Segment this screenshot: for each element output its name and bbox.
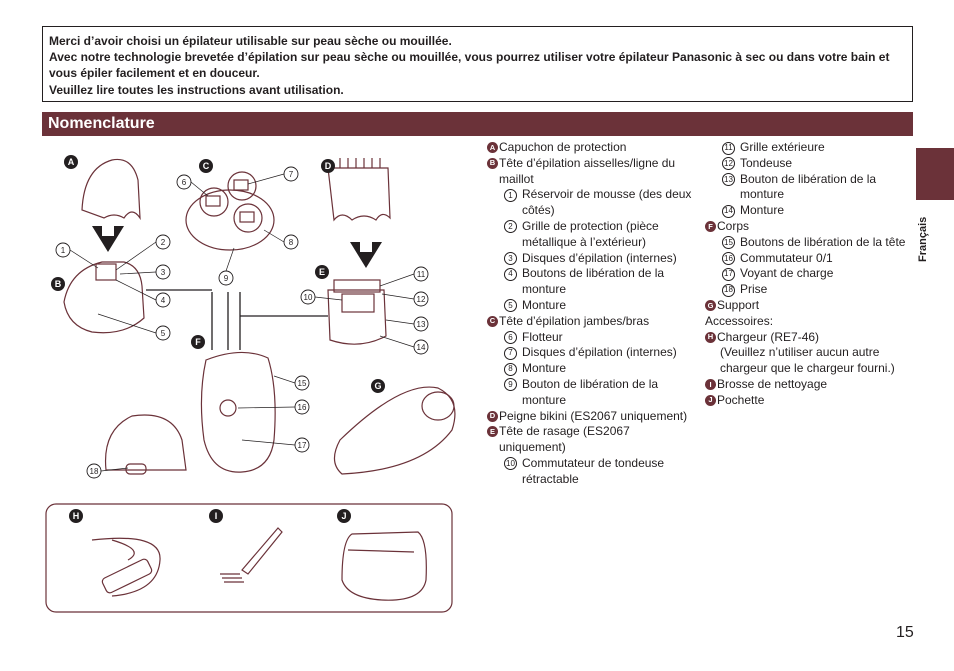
protective-cap [81, 158, 141, 221]
svg-text:H: H [73, 511, 80, 521]
pouch [341, 531, 427, 601]
intro-box: Merci d’avoir choisi un épilateur utilis… [42, 26, 913, 102]
language-label: Français [917, 216, 929, 262]
intro-line-1: Merci d’avoir choisi un épilateur utilis… [49, 34, 452, 48]
badge-c: C [487, 315, 498, 327]
svg-text:C: C [203, 161, 210, 171]
svg-text:9: 9 [224, 274, 229, 283]
badge-j: J [705, 394, 716, 406]
svg-text:1: 1 [61, 246, 66, 255]
badge-f: F [705, 220, 716, 232]
svg-text:16: 16 [298, 403, 307, 412]
svg-text:17: 17 [298, 441, 307, 450]
svg-text:4: 4 [161, 296, 166, 305]
svg-text:18: 18 [90, 467, 99, 476]
intro-line-2: Avec notre technologie brevetée d’épilat… [49, 50, 890, 81]
section-title: Nomenclature [42, 112, 913, 136]
badge-b: B [487, 157, 498, 169]
legend-accessories-heading: Accessoires: [705, 313, 774, 328]
intro-line-3: Veuillez lire toutes les instructions av… [49, 82, 344, 97]
svg-text:A: A [68, 157, 75, 167]
cleaning-brush [241, 527, 283, 575]
svg-text:14: 14 [417, 343, 426, 352]
bikini-comb [327, 167, 391, 222]
underarm-grid [95, 263, 117, 281]
svg-text:G: G [374, 381, 381, 391]
svg-text:E: E [319, 267, 325, 277]
badge-i: I [705, 378, 716, 390]
stand [333, 386, 456, 475]
svg-text:11: 11 [417, 270, 426, 279]
badge-d: D [487, 410, 498, 422]
badge-e: E [487, 426, 498, 438]
socket-detail [104, 414, 187, 471]
svg-text:15: 15 [298, 379, 307, 388]
underarm-head [63, 261, 145, 334]
svg-text:2: 2 [161, 238, 166, 247]
badge-g: G [705, 299, 716, 311]
page-number: 15 [896, 624, 914, 641]
epilator-body [200, 351, 276, 473]
svg-text:F: F [195, 337, 201, 347]
legs-head-base [185, 189, 275, 251]
svg-text:3: 3 [161, 268, 166, 277]
svg-text:10: 10 [304, 293, 313, 302]
charger-cable [91, 537, 161, 597]
shaving-head [327, 289, 387, 345]
legend-item-h-note: (Veuillez n’utiliser aucun autre chargeu… [720, 345, 895, 376]
accessories-box [45, 503, 453, 613]
badge-h: H [705, 331, 716, 343]
svg-text:B: B [55, 279, 62, 289]
svg-text:8: 8 [289, 238, 294, 247]
svg-text:7: 7 [289, 170, 294, 179]
language-tab [916, 148, 954, 200]
svg-text:D: D [325, 161, 332, 171]
svg-text:6: 6 [182, 178, 187, 187]
svg-text:13: 13 [417, 320, 426, 329]
svg-text:12: 12 [417, 295, 426, 304]
svg-text:J: J [341, 511, 346, 521]
svg-text:I: I [215, 511, 218, 521]
svg-text:5: 5 [161, 329, 166, 338]
badge-a: A [487, 142, 498, 153]
